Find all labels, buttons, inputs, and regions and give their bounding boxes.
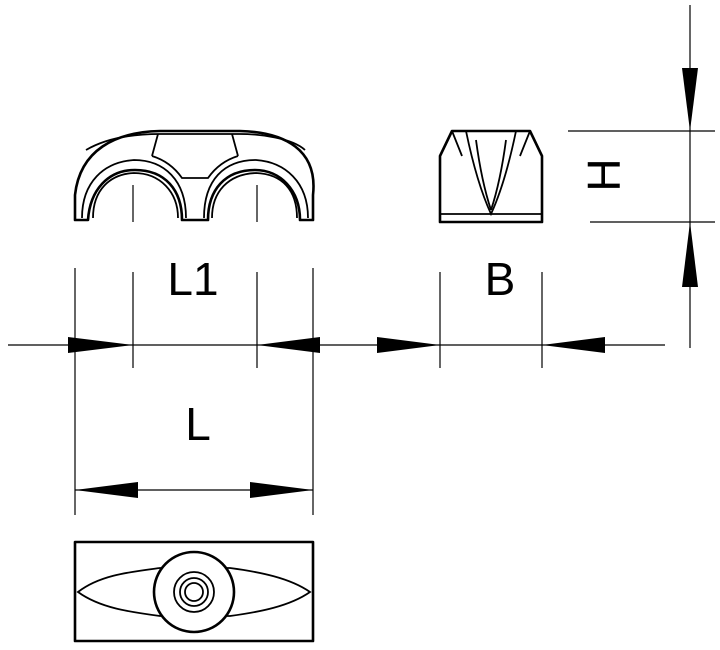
b-label: B [485, 253, 516, 305]
b-right-arrow [542, 337, 605, 353]
l1-label: L1 [167, 253, 218, 305]
dimension-lines [8, 5, 715, 515]
h-bottom-arrow [682, 222, 698, 287]
l-label: L [185, 398, 211, 450]
l1-right-arrow [257, 337, 320, 353]
h-label: H [578, 158, 630, 191]
h-top-arrow [682, 68, 698, 131]
side-view [438, 129, 544, 224]
l-right-arrow [250, 482, 313, 498]
l-left-arrow [75, 482, 138, 498]
b-left-arrow [377, 337, 440, 353]
top-view [73, 540, 315, 643]
front-view [73, 129, 315, 222]
dimension-arrows [68, 68, 698, 498]
l1-left-arrow [68, 337, 133, 353]
